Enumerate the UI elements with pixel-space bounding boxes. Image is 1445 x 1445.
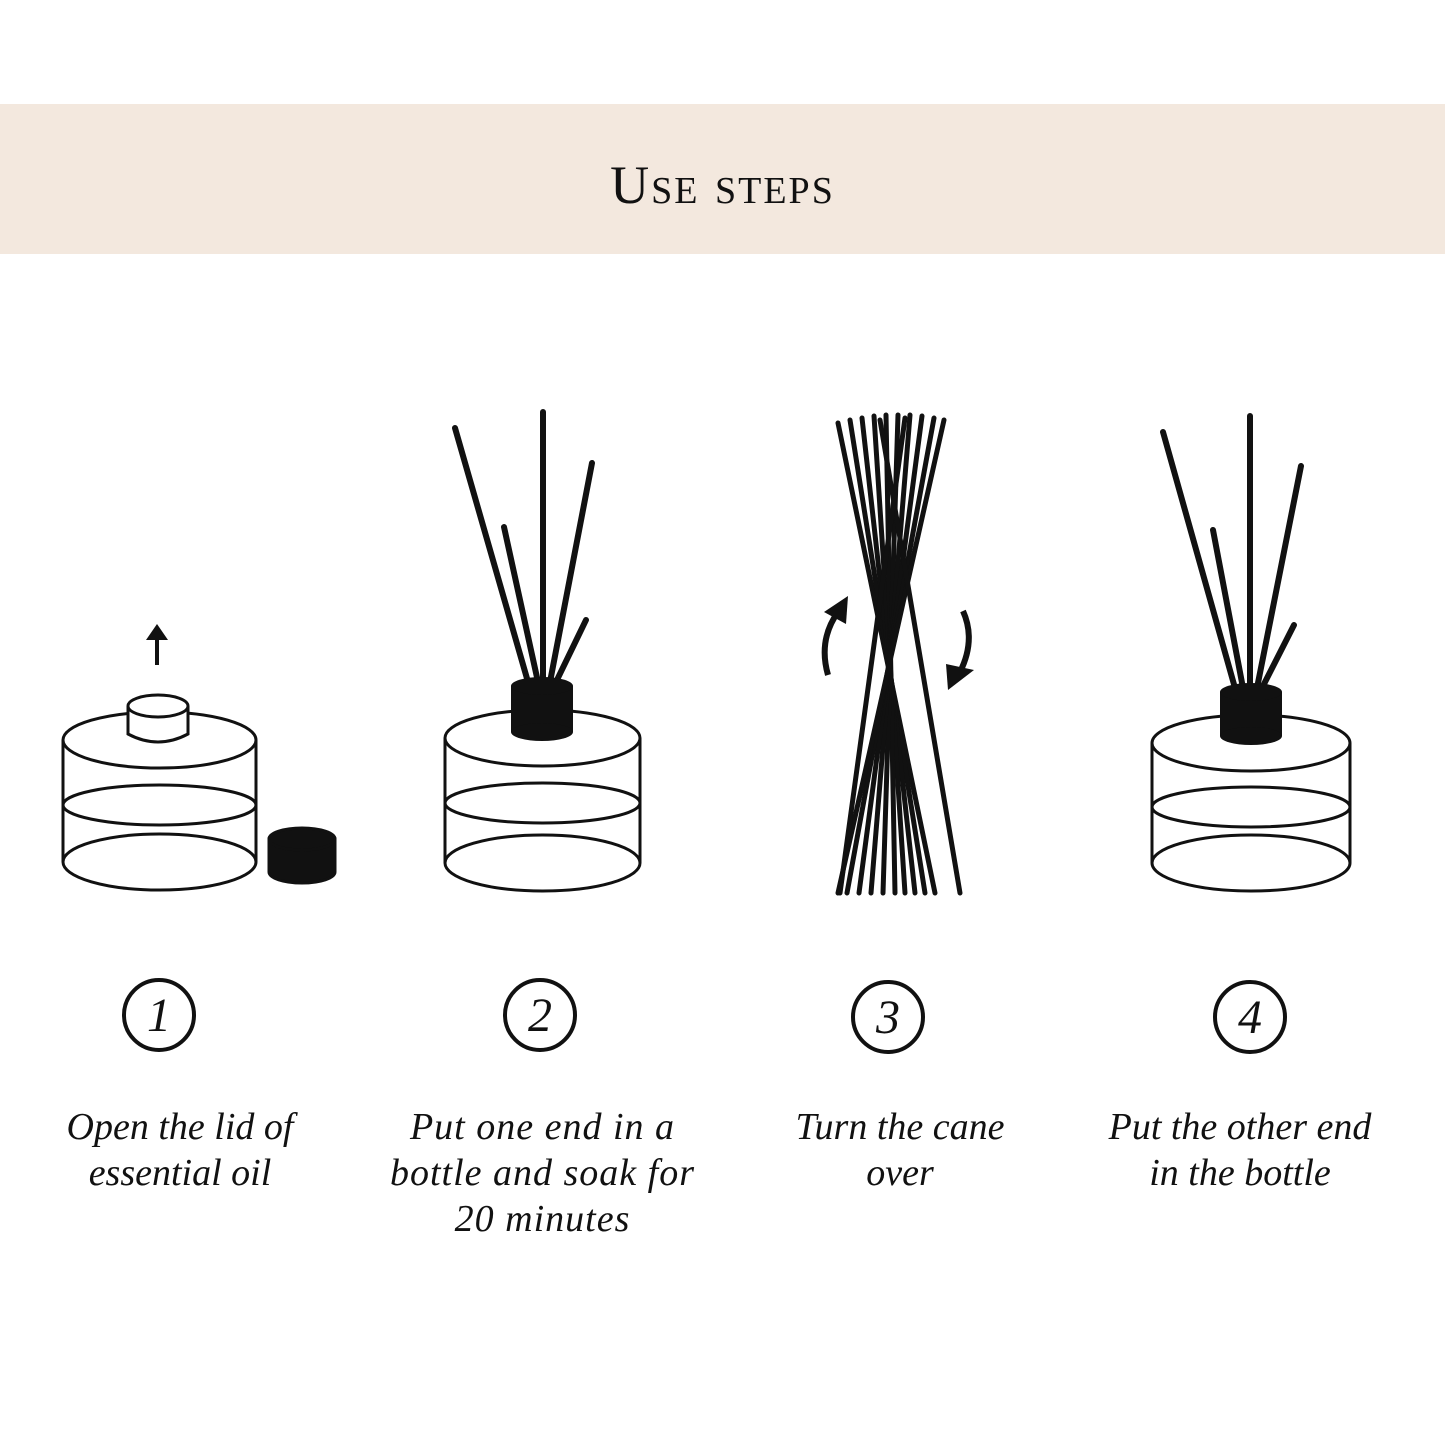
crossed-reeds-icon: [835, 412, 963, 896]
up-arrow-icon: [146, 624, 168, 665]
step-3-caption: Turn the cane over: [760, 1104, 1040, 1196]
step-3-number: 3: [851, 980, 925, 1054]
step-3-illustration: [821, 412, 974, 896]
caption-line: 20 minutes: [454, 1198, 631, 1240]
title-banner: Use steps: [0, 104, 1445, 254]
rotate-arrow-right-icon: [946, 609, 974, 690]
caption-line: in the bottle: [1149, 1152, 1331, 1194]
reeds-icon: [1160, 413, 1304, 691]
step-1-number: 1: [122, 978, 196, 1052]
step-2-illustration: [443, 409, 642, 893]
page-title: Use steps: [610, 155, 835, 215]
step-2-caption: Put one end in a bottle and soak for 20 …: [370, 1104, 715, 1242]
step-4-caption: Put the other end in the bottle: [1075, 1104, 1405, 1196]
bottle-neck-icon: [126, 693, 190, 744]
reed-holder-icon: [511, 677, 573, 741]
step-1-caption: Open the lid of essential oil: [30, 1104, 330, 1196]
caption-line: Put one end in a: [409, 1106, 676, 1148]
caption-line: essential oil: [88, 1152, 272, 1194]
step-2-number: 2: [503, 978, 577, 1052]
reeds-icon: [452, 409, 595, 685]
caption-line: Turn the cane: [795, 1106, 1005, 1148]
rotate-arrow-left-icon: [821, 596, 848, 676]
reed-holder-icon: [1220, 683, 1282, 745]
cap-icon: [267, 826, 337, 885]
caption-line: Put the other end: [1108, 1106, 1372, 1148]
step-1-illustration: [61, 624, 337, 892]
caption-line: over: [866, 1152, 934, 1194]
step-4-number: 4: [1213, 980, 1287, 1054]
caption-line: bottle and soak for: [389, 1152, 696, 1194]
step-4-illustration: [1150, 413, 1352, 893]
caption-line: Open the lid of: [66, 1106, 294, 1148]
